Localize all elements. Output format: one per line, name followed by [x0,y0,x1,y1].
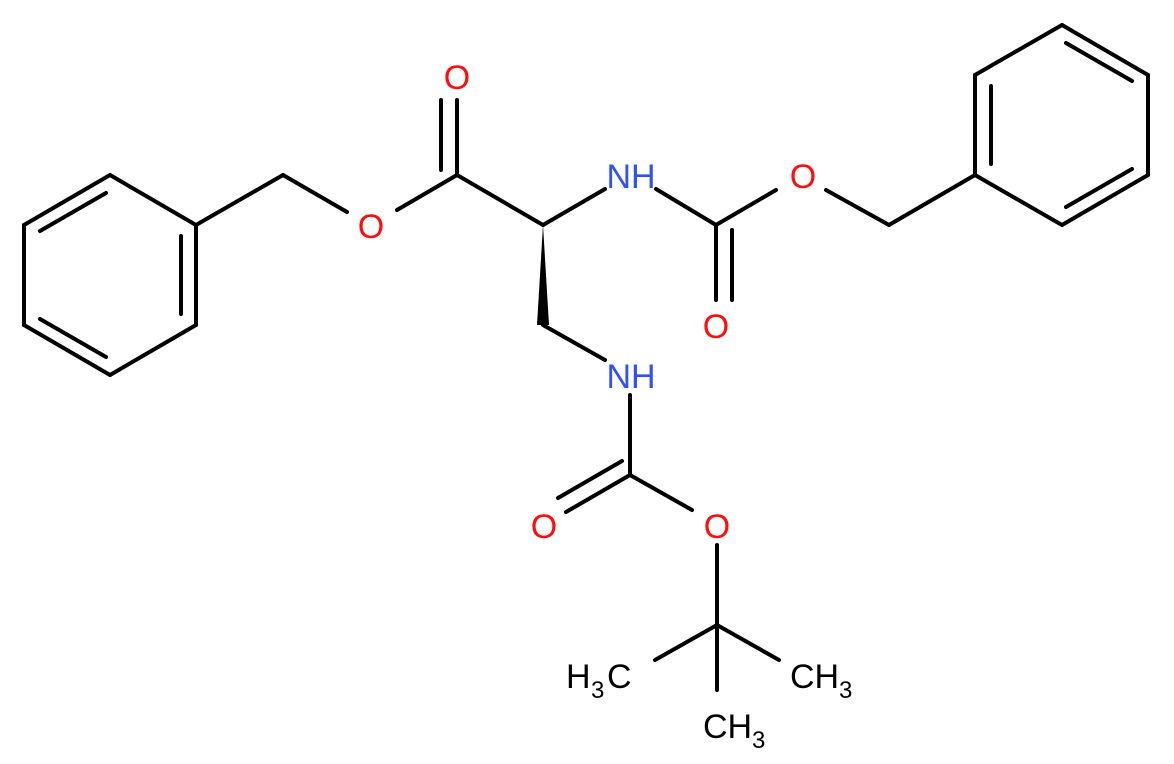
atom-labels: O O NH O O NH O O H 3 C CH 3 CH 3 [358,59,853,754]
bond [108,323,198,377]
bond [564,473,632,514]
atom-methyl-right: CH 3 [790,658,852,704]
wedge-bond [537,225,549,325]
atom-o-ester: O [358,208,384,246]
atom-o-cbz-carbonyl: O [703,308,729,346]
bond [715,623,781,662]
bond-inner [38,317,108,359]
methyl-left-h: H [566,658,591,696]
methyl-bottom-ch: CH [703,708,752,746]
bond [653,623,719,662]
atom-methyl-bottom: CH 3 [703,708,765,754]
bond [973,173,1064,227]
bond [108,173,198,227]
atom-o-boc-carbonyl: O [531,508,557,546]
bond [22,173,112,227]
bond [887,173,977,227]
methyl-left-c: C [607,658,632,696]
bond [714,188,778,227]
bond [824,188,891,227]
bond [455,173,545,227]
bond [541,187,607,227]
bond [556,459,624,500]
bond [1060,23,1150,77]
methyl-left-subscript: 3 [591,677,604,704]
bond [973,23,1064,77]
bond-inner [1064,41,1134,83]
bond-inner [38,191,108,233]
bond [1060,173,1150,227]
bond [22,323,112,377]
atom-o-cbz-ether: O [790,158,816,196]
bond [628,473,694,512]
bond-inner [1064,167,1134,209]
atom-o-boc-ether: O [704,508,730,546]
bond [541,323,607,362]
bond [395,173,459,212]
atom-nh-beta: NH [606,358,655,396]
bond [194,173,285,227]
atom-o-carbonyl-ester: O [444,59,470,97]
bonds [22,23,1150,692]
methyl-bottom-subscript: 3 [752,727,765,754]
methyl-right-subscript: 3 [839,677,852,704]
methyl-right-ch: CH [790,658,839,696]
atom-nh-alpha: NH [606,158,655,196]
bond [281,173,349,214]
atom-methyl-left: H 3 C [566,658,632,704]
bond [654,187,718,227]
